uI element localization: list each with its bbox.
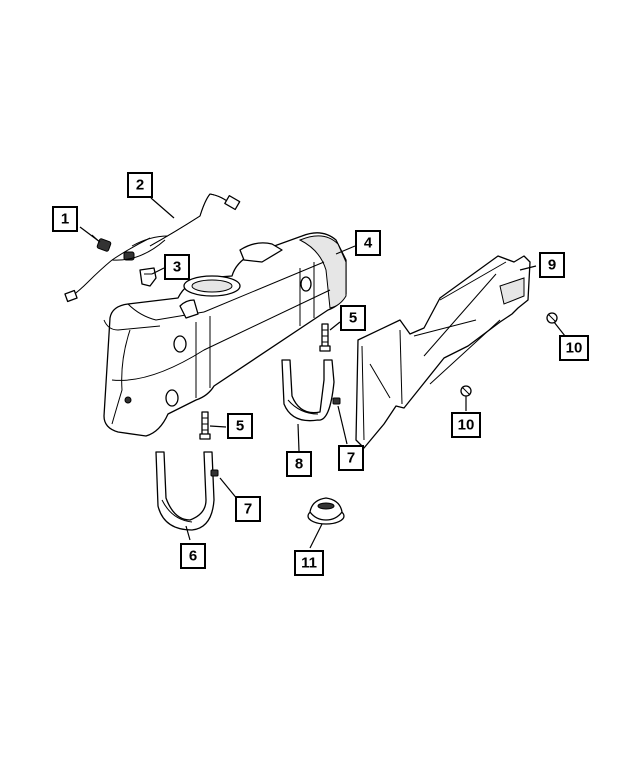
callout-7-upper: 7: [338, 445, 364, 471]
leader-9: [519, 265, 537, 271]
callout-7-lower-label: 7: [244, 501, 252, 518]
callout-1: 1: [52, 206, 78, 232]
part-11-lock-ring: [307, 497, 345, 525]
leader-6: [185, 525, 191, 541]
callout-2: 2: [127, 172, 153, 198]
part-10-push-nut-right: [546, 312, 558, 324]
callout-2-label: 2: [136, 177, 144, 194]
part-5-bolt-lower: [199, 411, 211, 440]
callout-10-left: 10: [451, 412, 481, 438]
part-6-tank-strap: [155, 451, 215, 531]
callout-10-right-label: 10: [566, 340, 583, 357]
callout-7-upper-label: 7: [347, 450, 355, 467]
callout-8-label: 8: [295, 456, 303, 473]
part-9-skid-plate: [355, 255, 531, 449]
callout-10-left-label: 10: [458, 417, 475, 434]
part-3-clip: [139, 267, 157, 287]
callout-9: 9: [539, 252, 565, 278]
callout-5-upper-label: 5: [349, 310, 357, 327]
part-1-wire-harness: [64, 234, 166, 303]
leader-7-upper: [337, 405, 348, 445]
callout-10-right: 10: [559, 335, 589, 361]
callout-3-label: 3: [173, 259, 181, 276]
leader-1: [79, 226, 101, 243]
part-2-fuel-line: [131, 193, 241, 247]
part-7-nut-upper: [332, 397, 341, 405]
callout-9-label: 9: [548, 257, 556, 274]
part-5-bolt-upper: [319, 323, 331, 352]
callout-6-label: 6: [189, 548, 197, 565]
callout-11-label: 11: [301, 555, 317, 572]
part-8-tank-strap: [281, 359, 335, 422]
callout-6: 6: [180, 543, 206, 569]
callout-1-label: 1: [61, 211, 69, 228]
part-10-push-nut-left: [460, 385, 472, 397]
callout-5-lower-label: 5: [236, 418, 244, 435]
callout-7-lower: 7: [235, 496, 261, 522]
leader-2: [150, 197, 175, 219]
callout-11: 11: [294, 550, 324, 576]
leader-5-lower: [209, 425, 227, 428]
leader-10-right: [553, 321, 566, 337]
callout-8: 8: [286, 451, 312, 477]
leader-11: [309, 523, 323, 549]
callout-5-lower: 5: [227, 413, 253, 439]
callout-3: 3: [164, 254, 190, 280]
leader-4: [335, 245, 356, 255]
callout-4: 4: [355, 230, 381, 256]
part-7-nut-lower: [210, 469, 219, 477]
part-4-fuel-tank: [103, 232, 347, 437]
leader-8: [297, 423, 300, 452]
callout-5-upper: 5: [340, 305, 366, 331]
leader-5-upper: [329, 321, 341, 331]
callout-4-label: 4: [364, 235, 373, 252]
leader-3: [151, 267, 165, 275]
